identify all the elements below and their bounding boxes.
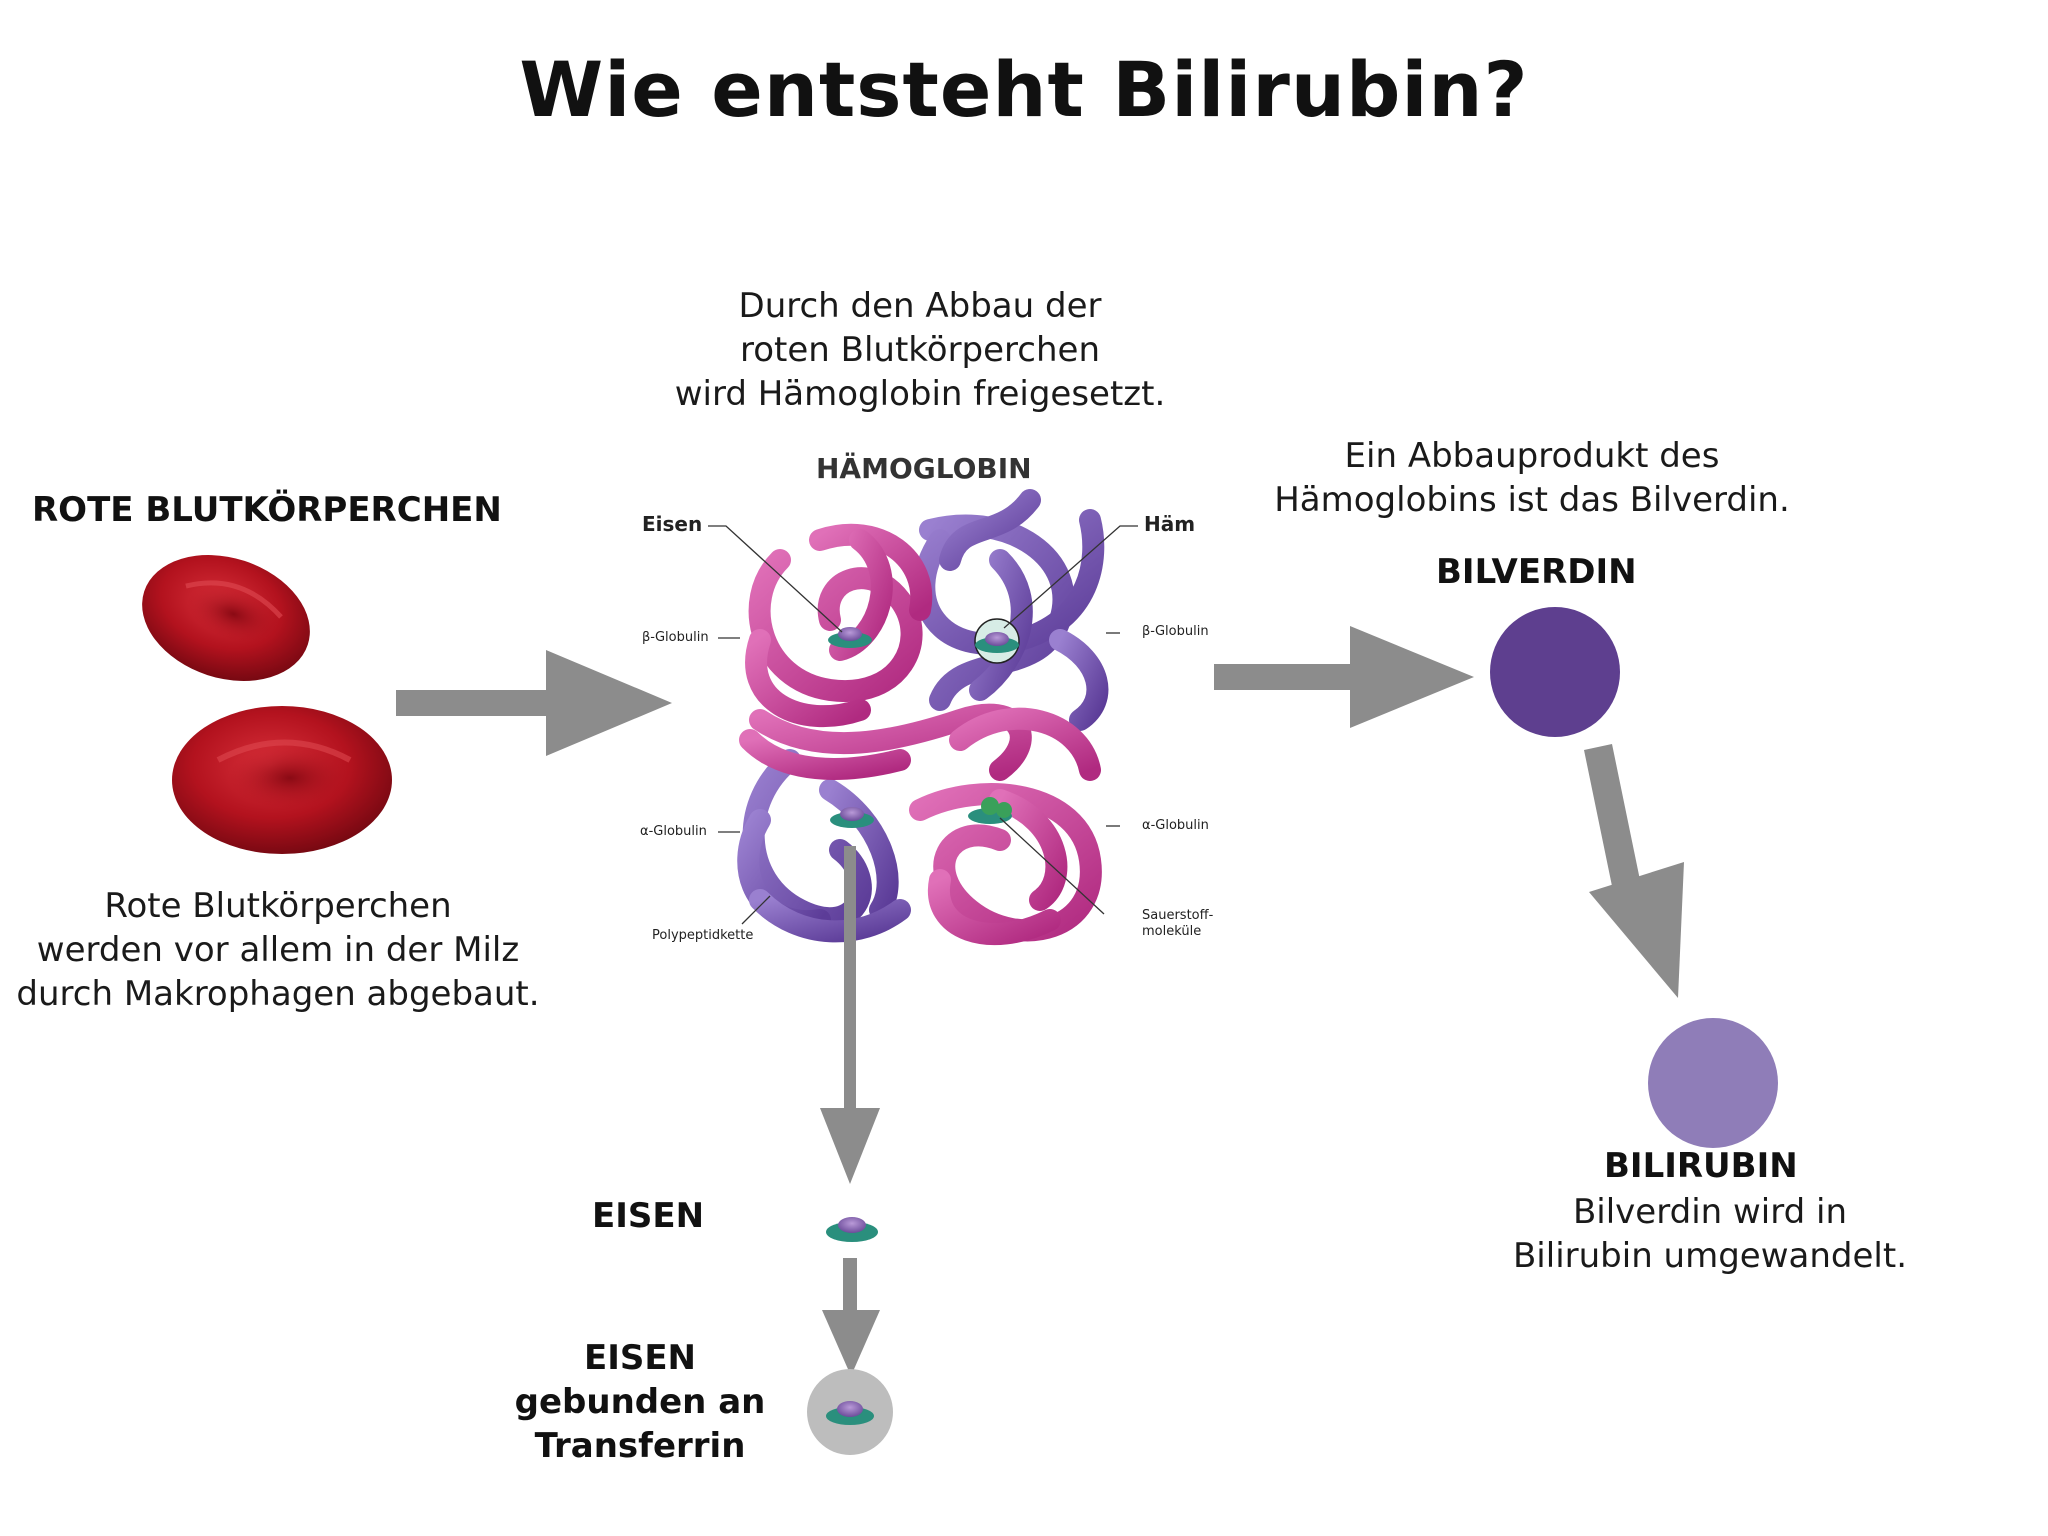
- hemoglobin-intro: Durch den Abbau der roten Blutkörperchen…: [640, 284, 1200, 416]
- bilirubin-description-line: Bilverdin wird in: [1572, 1192, 1848, 1232]
- arrow-hemoglobin-to-iron: [820, 846, 880, 1184]
- page-title: Wie entsteht Bilirubin?: [519, 45, 1529, 134]
- hemoglobin-molecule-icon: [708, 489, 1138, 945]
- iron-heading: EISEN: [592, 1196, 705, 1236]
- rbc-description-line: durch Makrophagen abgebaut.: [16, 974, 540, 1014]
- label-eisen: Eisen: [642, 512, 703, 536]
- arrow-biliverdin-to-bilirubin: [1584, 744, 1684, 998]
- label-alpha-globulin-right: α-Globulin: [1142, 818, 1209, 833]
- label-beta-globulin-right: β-Globulin: [1142, 624, 1209, 639]
- bilirubin-description-line: Bilirubin umgewandelt.: [1512, 1236, 1908, 1276]
- biliverdin-intro: Ein Abbauprodukt des Hämoglobins ist das…: [1244, 434, 1820, 522]
- rbc-description-line: Rote Blutkörperchen: [104, 886, 452, 926]
- iron-ion-icon: [826, 1217, 878, 1242]
- transferrin-heading-line: Transferrin: [534, 1426, 746, 1466]
- arrow-iron-to-transferrin: [822, 1258, 880, 1376]
- hemoglobin-intro-line: roten Blutkörperchen: [740, 330, 1100, 370]
- label-oxygen-line: Sauerstoff-: [1142, 908, 1214, 923]
- label-oxygen-line: moleküle: [1142, 924, 1202, 939]
- biliverdin-intro-line: Ein Abbauprodukt des: [1344, 436, 1720, 476]
- hemoglobin-intro-line: wird Hämoglobin freigesetzt.: [674, 374, 1166, 414]
- heme-group-icon: [828, 627, 872, 648]
- label-beta-globulin-left: β-Globulin: [642, 630, 709, 645]
- biliverdin-heading: BILVERDIN: [1436, 552, 1637, 592]
- biliverdin-intro-line: Hämoglobins ist das Bilverdin.: [1274, 480, 1790, 520]
- hemoglobin-heading: HÄMOGLOBIN: [816, 452, 1032, 485]
- bilirubin-heading: BILIRUBIN: [1604, 1146, 1798, 1186]
- transferrin-heading-line: EISEN: [583, 1338, 697, 1378]
- rbc-description-line: werden vor allem in der Milz: [36, 930, 520, 970]
- bilirubin-circle: [1648, 1018, 1778, 1148]
- label-haem: Häm: [1144, 512, 1196, 536]
- transferrin-heading: EISEN gebunden an Transferrin: [480, 1336, 800, 1468]
- rbc-description: Rote Blutkörperchen werden vor allem in …: [0, 884, 556, 1016]
- label-polypeptide: Polypeptidkette: [652, 928, 754, 943]
- label-oxygen: Sauerstoff- moleküle: [1142, 908, 1213, 940]
- heme-group-icon: [974, 618, 1020, 664]
- bilirubin-description: Bilverdin wird in Bilirubin umgewandelt.: [1460, 1190, 1960, 1278]
- arrow-hemoglobin-to-biliverdin: [1214, 626, 1474, 728]
- rbc-heading: ROTE BLUTKÖRPERCHEN: [32, 490, 502, 530]
- label-alpha-globulin-left: α-Globulin: [640, 824, 707, 839]
- red-blood-cell-icon: [142, 555, 310, 681]
- hemoglobin-intro-line: Durch den Abbau der: [738, 286, 1102, 326]
- biliverdin-circle: [1490, 607, 1620, 737]
- arrow-rbc-to-hemoglobin: [396, 650, 672, 756]
- red-blood-cell-icon: [172, 706, 392, 854]
- transferrin-icon: [807, 1369, 893, 1455]
- transferrin-heading-line: gebunden an: [514, 1382, 766, 1422]
- heme-group-icon: [830, 807, 874, 828]
- oxygen-molecule-icon: [968, 797, 1012, 824]
